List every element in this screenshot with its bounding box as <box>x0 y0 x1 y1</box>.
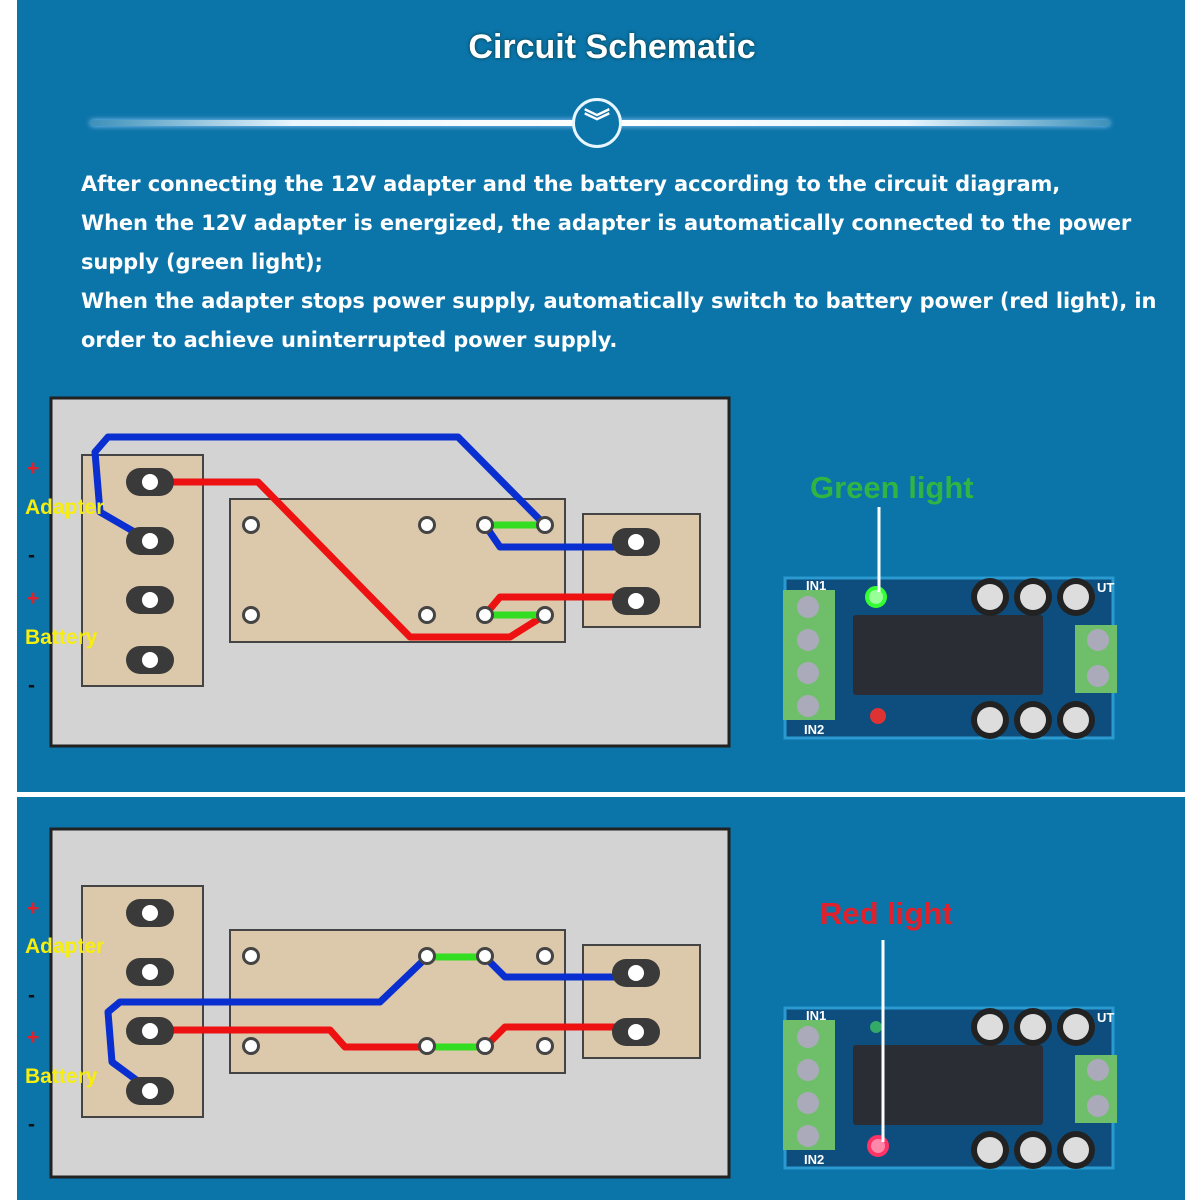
terminal-screw <box>142 964 158 980</box>
terminal-screw <box>142 1023 158 1039</box>
negative-wire <box>91 433 548 545</box>
terminal-screw <box>142 592 158 608</box>
capacitor-top <box>1020 584 1046 610</box>
plus-label: + <box>27 1026 39 1049</box>
plus-label: + <box>27 897 39 920</box>
green-light-label: Green light <box>810 470 974 505</box>
screw <box>797 1026 819 1048</box>
relay-component <box>853 1045 1043 1125</box>
pcb-silkscreen-label: UT <box>1097 580 1114 595</box>
schematic-panel-battery-mode <box>49 827 731 1179</box>
relay-pin-hole <box>539 950 551 962</box>
relay-pin-hole <box>421 950 433 962</box>
relay-pin-hole <box>479 1040 491 1052</box>
screw <box>797 596 819 618</box>
adapter-label: Adapter <box>25 935 104 958</box>
screw <box>1087 629 1109 651</box>
minus-label: - <box>28 984 35 1007</box>
capacitor-top <box>1063 1014 1089 1040</box>
relay-pin-hole <box>539 609 551 621</box>
schematic-panel-adapter-mode <box>49 396 731 748</box>
relay-pin-hole <box>539 1040 551 1052</box>
pcb-silkscreen-label: IN1 <box>806 578 826 593</box>
capacitor-top <box>1063 1137 1089 1163</box>
relay-pin-hole <box>539 519 551 531</box>
terminal-screw <box>142 652 158 668</box>
pcb-silkscreen-label: IN2 <box>804 1152 824 1167</box>
capacitor-top <box>1063 707 1089 733</box>
relay-pin-hole <box>479 950 491 962</box>
relay-pin-hole <box>245 950 257 962</box>
green-led <box>865 586 887 608</box>
description-line: When the adapter stops power supply, aut… <box>81 289 1157 313</box>
green-led <box>870 1021 882 1033</box>
minus-label: - <box>28 544 35 567</box>
capacitor-top <box>1020 1014 1046 1040</box>
positive-wire <box>150 478 547 641</box>
relay-pin-hole <box>421 609 433 621</box>
pcb-silkscreen-label: UT <box>1097 1010 1114 1025</box>
screw <box>797 1092 819 1114</box>
adapter-label: Adapter <box>25 496 104 519</box>
screw <box>797 695 819 717</box>
minus-label: - <box>28 1113 35 1136</box>
description-line: When the 12V adapter is energized, the a… <box>81 211 1132 235</box>
pcb-silkscreen-label: IN1 <box>806 1008 826 1023</box>
screw <box>1087 1095 1109 1117</box>
capacitor-top <box>1020 1137 1046 1163</box>
terminal-screw <box>142 1083 158 1099</box>
screw <box>797 662 819 684</box>
terminal-screw <box>142 533 158 549</box>
negative-wire <box>104 954 430 1093</box>
relay-pin-hole <box>245 519 257 531</box>
red-light-label: Red light <box>820 896 953 931</box>
screw <box>797 1059 819 1081</box>
terminal-screw <box>628 965 644 981</box>
minus-label: - <box>28 674 35 697</box>
capacitor-top <box>977 1014 1003 1040</box>
screw <box>1087 1059 1109 1081</box>
plus-label: + <box>27 457 39 480</box>
relay-pin-hole <box>245 609 257 621</box>
relay-pin-hole <box>479 519 491 531</box>
battery-label: Battery <box>25 626 98 649</box>
terminal-screw <box>628 534 644 550</box>
terminal-screw <box>142 474 158 490</box>
description-line: After connecting the 12V adapter and the… <box>81 172 1061 196</box>
terminal-screw <box>628 1024 644 1040</box>
relay-pin-hole <box>421 519 433 531</box>
capacitor-top <box>1020 707 1046 733</box>
red-led <box>870 708 886 724</box>
section-divider <box>17 792 1185 797</box>
plus-label: + <box>27 587 39 610</box>
positive-wire <box>150 1026 427 1051</box>
page-title: Circuit Schematic <box>468 28 756 66</box>
relay-pin-hole <box>421 1040 433 1052</box>
battery-label: Battery <box>25 1065 98 1088</box>
description-line: supply (green light); <box>81 250 323 274</box>
double-chevron-down-icon: ︾ <box>572 98 622 148</box>
relay-component <box>853 615 1043 695</box>
screw <box>797 629 819 651</box>
pcb-silkscreen-label: IN2 <box>804 722 824 737</box>
description-line: order to achieve uninterrupted power sup… <box>81 328 618 352</box>
negative-output-wire <box>482 954 636 981</box>
terminal-screw <box>142 905 158 921</box>
capacitor-top <box>977 584 1003 610</box>
capacitor-top <box>977 1137 1003 1163</box>
screw <box>1087 665 1109 687</box>
relay-pin-hole <box>245 1040 257 1052</box>
screw <box>797 1125 819 1147</box>
relay-pin-hole <box>479 609 491 621</box>
capacitor-top <box>1063 584 1089 610</box>
capacitor-top <box>977 707 1003 733</box>
terminal-screw <box>628 593 644 609</box>
